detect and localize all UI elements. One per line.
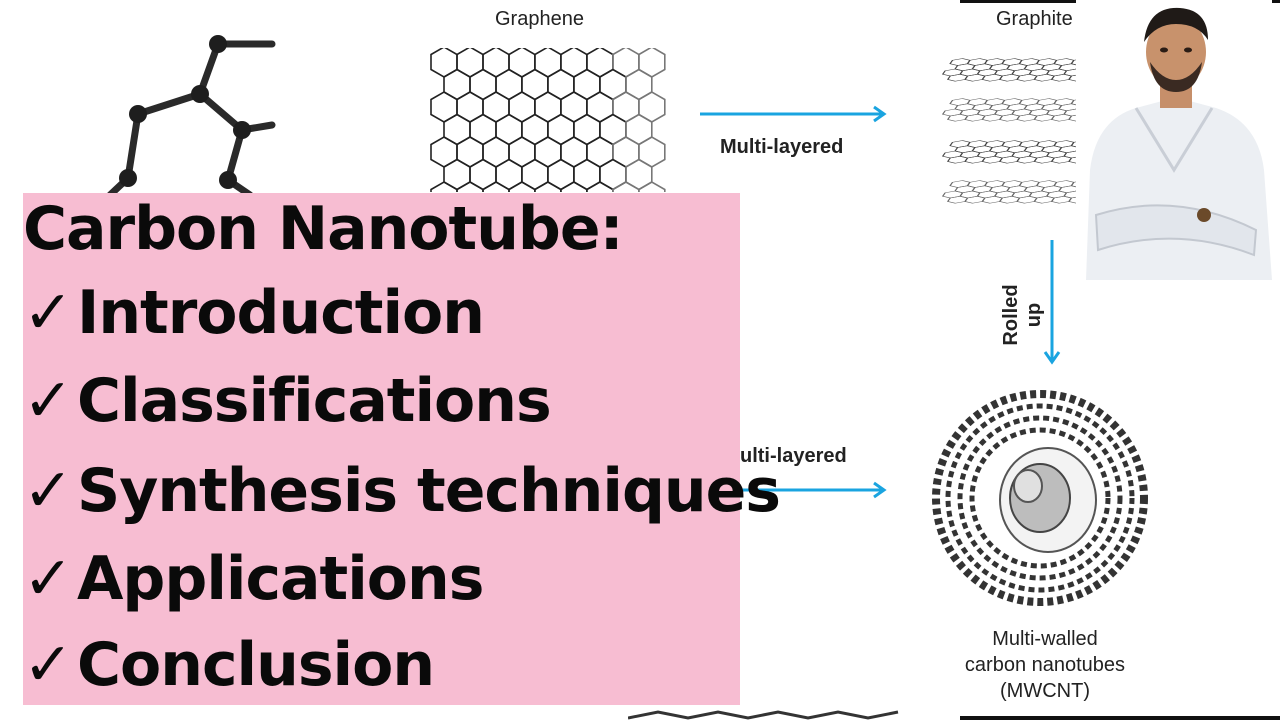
topic-label: Applications <box>77 544 484 614</box>
check-icon: ✓ <box>23 630 73 700</box>
topic-label: Synthesis techniques <box>77 456 781 526</box>
topic-item-introduction: ✓Introduction <box>23 278 485 348</box>
nanotube-icon <box>932 390 1148 606</box>
arrow-right-icon <box>740 481 887 499</box>
mwcnt-caption-line2: carbon nanotubes <box>964 654 1126 676</box>
check-icon: ✓ <box>23 456 73 526</box>
check-icon: ✓ <box>23 278 73 348</box>
topic-item-classifications: ✓Classifications <box>23 366 552 436</box>
topic-item-applications: ✓Applications <box>23 544 484 614</box>
multi-layered-label-bottom: ulti-layered <box>740 445 847 467</box>
graphene-label: Graphene <box>495 8 584 30</box>
graphene-sheet-icon <box>430 48 666 192</box>
mwcnt-caption-line3: (MWCNT) <box>1000 680 1090 702</box>
check-icon: ✓ <box>23 544 73 614</box>
topics-panel: Carbon Nanotube: ✓Introduction ✓Classifi… <box>23 193 781 705</box>
molecule-strip-icon <box>628 710 899 720</box>
topic-label: Classifications <box>77 366 552 436</box>
presenter-photo <box>1076 0 1272 280</box>
mwcnt-caption: Multi-walled carbon nanotubes (MWCNT) <box>930 626 1160 704</box>
ball-stick-molecule-icon <box>106 35 276 199</box>
arrow-right-icon <box>700 105 887 123</box>
graphite-label: Graphite <box>996 8 1073 30</box>
arrow-down-icon <box>1043 240 1061 365</box>
panel-title: Carbon Nanotube: <box>23 194 624 264</box>
mwcnt-caption-line1: Multi-walled <box>992 628 1098 650</box>
topic-item-synthesis: ✓Synthesis techniques <box>23 456 781 526</box>
multi-layered-label: Multi-layered <box>720 136 844 158</box>
topic-item-conclusion: ✓Conclusion <box>23 630 435 700</box>
topic-label: Conclusion <box>77 630 435 700</box>
bottom-frame-bar <box>960 716 1280 720</box>
rolled-up-label: Rolled up <box>1000 284 1045 346</box>
topic-label: Introduction <box>77 278 485 348</box>
check-icon: ✓ <box>23 366 73 436</box>
